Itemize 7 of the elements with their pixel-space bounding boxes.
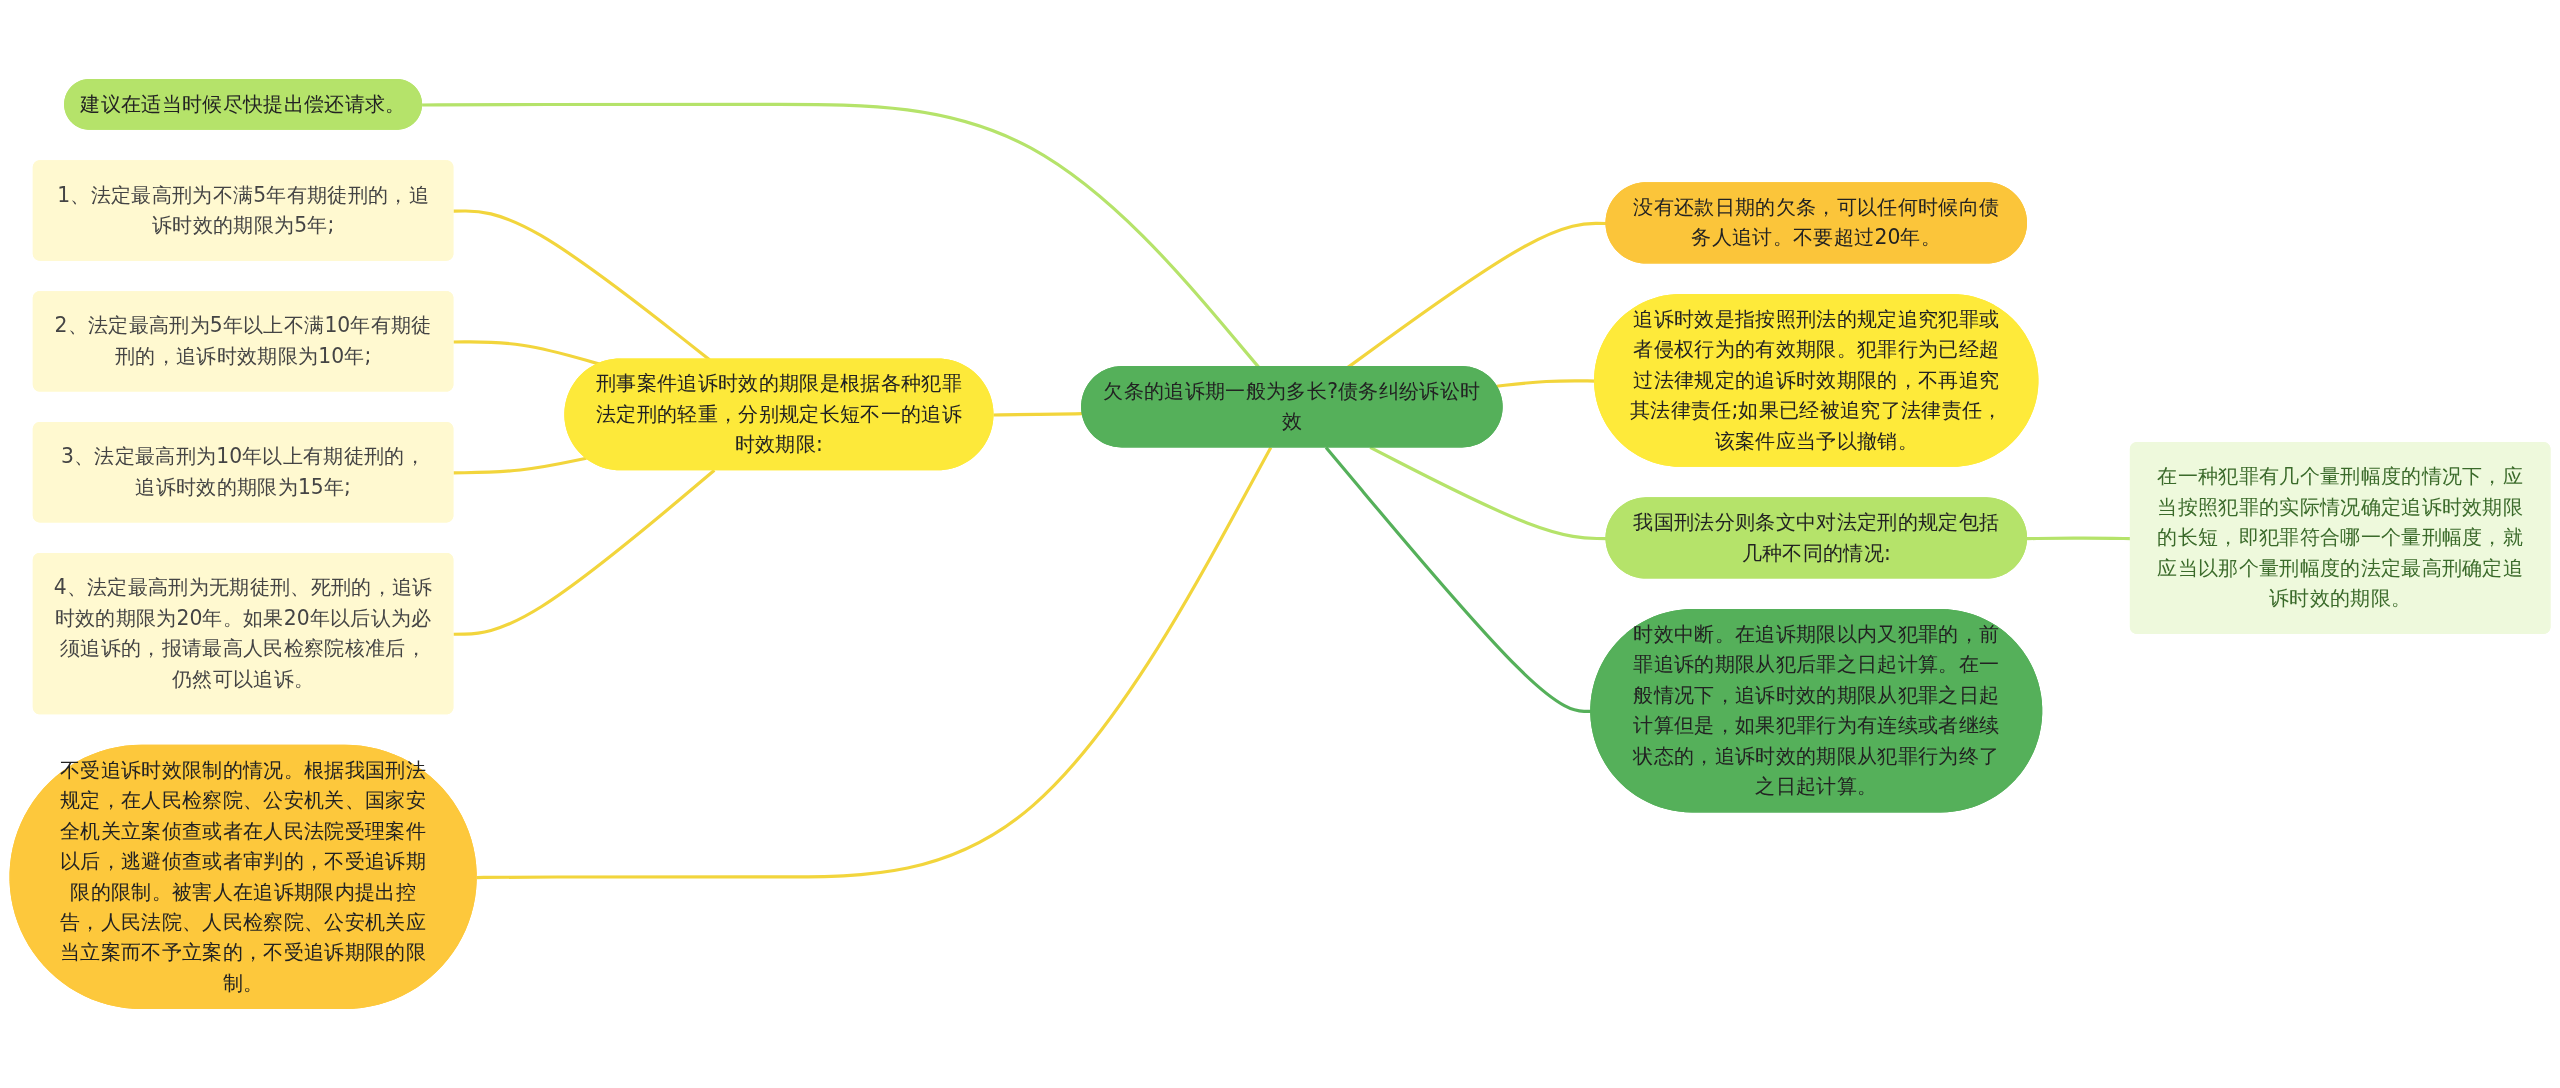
connector bbox=[453, 209, 711, 361]
connector bbox=[453, 456, 587, 475]
connector bbox=[476, 446, 1273, 880]
connector bbox=[453, 340, 600, 366]
connector bbox=[453, 469, 716, 636]
connector bbox=[1369, 446, 1607, 541]
connector bbox=[993, 412, 1083, 417]
